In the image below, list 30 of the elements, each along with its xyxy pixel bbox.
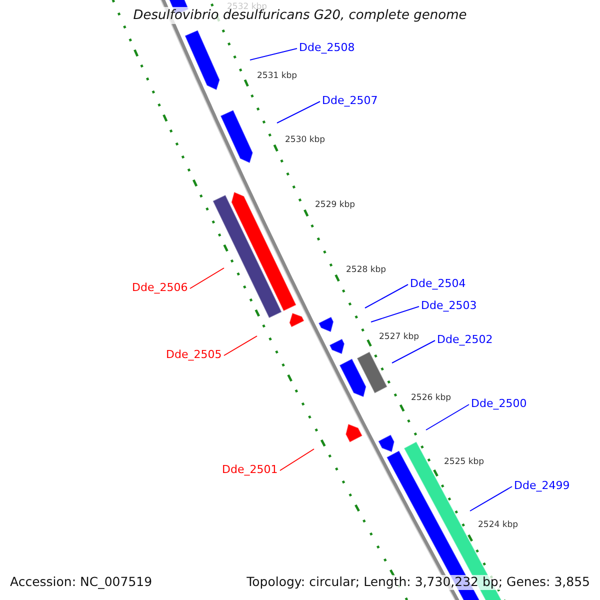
gene-label: Dde_2507 <box>322 95 378 106</box>
leader-line <box>280 448 314 471</box>
tick-label: 2528 kbp <box>346 266 386 274</box>
gene-label: Dde_2504 <box>410 278 466 289</box>
tick-label: 2526 kbp <box>411 394 452 402</box>
leader-line <box>224 336 258 356</box>
tick-label: 2525 kbp <box>444 458 484 466</box>
gene-label: Dde_2502 <box>437 334 493 345</box>
tick-label: 2529 kbp <box>315 201 356 210</box>
tick-label: 2531 kbp <box>257 72 298 80</box>
summary-text: Topology: circular; Length: 3,730,232 bp; Genes: 3,855 <box>244 575 592 590</box>
leader-line <box>250 48 298 60</box>
tick-label: 2527 kbp <box>379 333 420 342</box>
tick-label: 2524 kbp <box>478 521 518 530</box>
gene-label: Dde_2500 <box>471 398 527 409</box>
tick-label: 2530 kbp <box>285 136 326 144</box>
leader-line <box>276 101 320 124</box>
leader-line <box>470 486 512 512</box>
leader-line <box>370 306 420 322</box>
accession-text: Accession: NC_007519 <box>8 575 154 590</box>
leader-line <box>392 340 436 364</box>
gene-label: Dde_2505 <box>166 349 222 360</box>
gene-label: Dde_2501 <box>222 464 278 475</box>
gene-label: Dde_2503 <box>421 300 477 311</box>
gene-label: Dde_2506 <box>132 282 188 293</box>
gene-label: Dde_2499 <box>514 480 570 491</box>
leader-line <box>364 284 408 308</box>
gene-label: Dde_2508 <box>299 42 355 53</box>
leader-line <box>190 268 224 289</box>
leader-line <box>426 404 470 430</box>
